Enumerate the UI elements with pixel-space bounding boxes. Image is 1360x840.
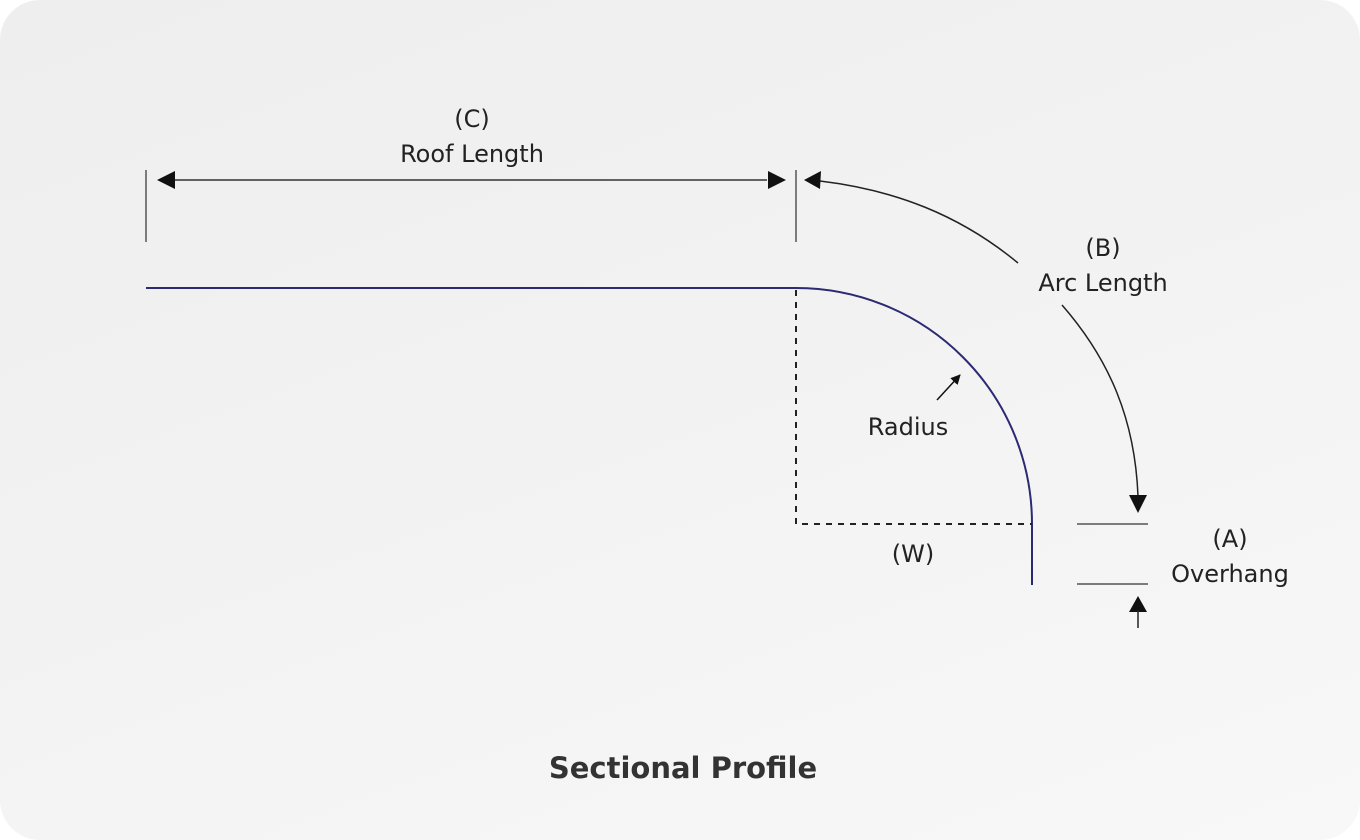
roof-length-code-label: (C) bbox=[454, 105, 489, 133]
roof-length-label: Roof Length bbox=[400, 140, 544, 168]
width-code-label: (W) bbox=[892, 540, 934, 568]
overhang-code-label: (A) bbox=[1212, 525, 1247, 553]
overhang-label: Overhang bbox=[1171, 560, 1289, 588]
roof-profile-line bbox=[146, 287, 1033, 585]
radius-construction-lines bbox=[795, 290, 1032, 525]
radius-arrow bbox=[936, 374, 961, 401]
arc-length-code-label: (B) bbox=[1085, 234, 1120, 262]
roof-length-left-arrow bbox=[157, 171, 175, 189]
overhang-arrowhead bbox=[1129, 596, 1147, 612]
arc-length-label: Arc Length bbox=[1038, 269, 1167, 297]
arc-length-arrow-lower bbox=[1061, 304, 1139, 497]
arc-length-arrow-upper bbox=[819, 180, 1019, 264]
diagram-title: Sectional Profile bbox=[549, 751, 817, 785]
arc-length-lower-arrowhead bbox=[1129, 495, 1147, 513]
arc-length-upper-arrowhead bbox=[804, 171, 821, 189]
radius-label: Radius bbox=[868, 413, 948, 441]
roof-length-right-arrow bbox=[768, 171, 786, 189]
